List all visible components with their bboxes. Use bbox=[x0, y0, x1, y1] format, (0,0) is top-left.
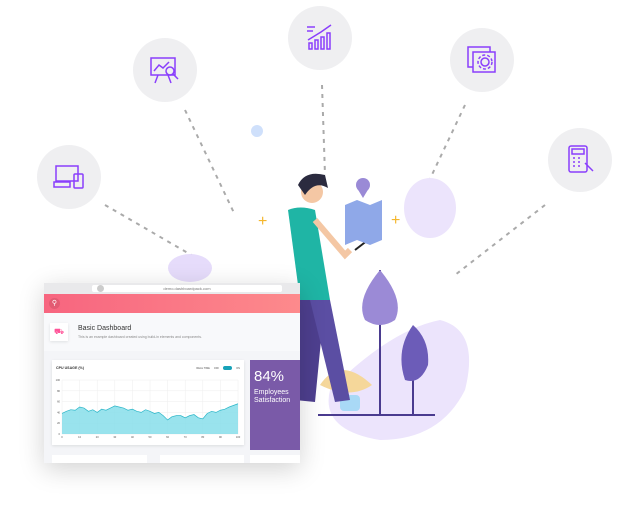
plant bbox=[362, 270, 429, 415]
toggle-label: REAL TIME bbox=[196, 366, 210, 370]
devices-circle bbox=[37, 145, 101, 209]
chart-title: CPU USAGE (%) bbox=[56, 366, 84, 370]
cpu-chart-card: CPU USAGE (%) REAL TIME OFF ON 0 20 40 60 80… bbox=[52, 360, 244, 445]
dot bbox=[251, 125, 263, 137]
analytics-circle bbox=[133, 38, 197, 102]
x-tick-label: 10 bbox=[78, 435, 81, 439]
toggle-off: OFF bbox=[213, 366, 220, 370]
x-tick-label: 90 bbox=[219, 435, 222, 439]
devices-icon bbox=[53, 165, 84, 189]
y-tick-label: 100 bbox=[56, 378, 61, 382]
presentation-analytics-icon bbox=[150, 57, 179, 84]
toggle-switch[interactable] bbox=[223, 366, 233, 370]
x-tick-label: 0 bbox=[61, 435, 63, 439]
browser-bar: demo.dashboardpack.com bbox=[44, 283, 300, 294]
card-placeholder bbox=[160, 455, 244, 463]
stat-card: 84% Employees Satisfaction bbox=[250, 360, 300, 450]
calculator-circle bbox=[548, 128, 612, 192]
blob bbox=[404, 178, 456, 238]
x-tick-label: 80 bbox=[201, 435, 204, 439]
y-tick-label: 20 bbox=[57, 421, 60, 425]
x-tick-label: 70 bbox=[184, 435, 187, 439]
x-tick-label: 30 bbox=[113, 435, 116, 439]
search-icon[interactable]: ⚲ bbox=[49, 298, 60, 309]
page-title: Basic Dashboard bbox=[78, 325, 132, 332]
stat-value: 84% bbox=[254, 368, 285, 385]
growth-circle bbox=[288, 6, 352, 70]
y-tick-label: 40 bbox=[57, 410, 60, 414]
realtime-toggle[interactable]: REAL TIME OFF ON bbox=[196, 366, 240, 370]
toggle-on: ON bbox=[236, 366, 240, 370]
y-tick-label: 0 bbox=[59, 432, 61, 436]
cpu-line bbox=[61, 403, 239, 421]
x-tick-label: 20 bbox=[96, 435, 99, 439]
y-tick-label: 60 bbox=[57, 400, 60, 404]
x-tick-label: 60 bbox=[166, 435, 169, 439]
settings-window-icon bbox=[467, 46, 496, 73]
map-icon bbox=[345, 178, 382, 245]
settings-icon[interactable] bbox=[97, 285, 104, 292]
page-subtitle: This is an example dashboard created usi… bbox=[78, 335, 202, 339]
y-tick-label: 80 bbox=[57, 389, 60, 393]
x-tick-label: 40 bbox=[131, 435, 134, 439]
growth-chart-icon bbox=[307, 24, 332, 50]
connector-lines bbox=[104, 84, 546, 276]
settings-circle bbox=[450, 28, 514, 92]
calculator-touch-icon bbox=[568, 145, 594, 173]
app-header: ⚲ bbox=[44, 294, 300, 313]
plus-icon: + bbox=[391, 212, 400, 229]
stat-label: Employees Satisfaction bbox=[254, 389, 291, 404]
card-placeholder bbox=[52, 455, 147, 463]
x-tick-label: 50 bbox=[149, 435, 152, 439]
blob bbox=[328, 320, 470, 440]
url-bar[interactable]: demo.dashboardpack.com bbox=[92, 285, 282, 292]
person bbox=[288, 173, 369, 411]
page-header: ⛟ Basic Dashboard This is an example das… bbox=[44, 313, 300, 351]
car-icon: ⛟ bbox=[50, 323, 68, 341]
x-tick-label: 100 bbox=[236, 435, 241, 439]
blob bbox=[168, 254, 212, 282]
cpu-area bbox=[62, 403, 238, 434]
card-placeholder bbox=[250, 455, 300, 463]
plus-icon: + bbox=[258, 213, 267, 230]
dashboard-window: demo.dashboardpack.com ⚲ ⛟ Basic Dashboa… bbox=[44, 283, 300, 463]
